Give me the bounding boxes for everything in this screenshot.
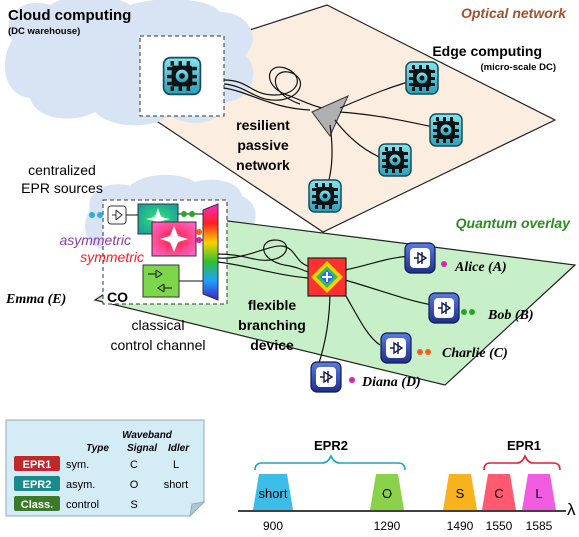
- input-dot: [97, 212, 103, 218]
- legend-tag: EPR2: [23, 479, 52, 491]
- legend-signal-header: Signal: [127, 443, 157, 454]
- legend-idler: short: [164, 479, 188, 491]
- spectrum-tick-label: 1490: [447, 519, 474, 533]
- edge-chip-icon-4: [308, 179, 342, 213]
- cloud-subtitle: (DC warehouse): [8, 26, 80, 37]
- spectrum-band-label: C: [494, 486, 503, 501]
- epr1-brace-label: EPR1: [507, 438, 541, 453]
- spectrum-band-label: S: [456, 486, 465, 501]
- quantum-overlay-label: Quantum overlay: [456, 215, 572, 231]
- user-dot: [441, 261, 447, 267]
- legend-signal: O: [130, 479, 139, 491]
- control-label-line-2: control channel: [111, 337, 206, 353]
- spectrum-band-label: short: [259, 486, 288, 501]
- branching-device-icon: [307, 257, 347, 297]
- quantum-fibers: [217, 239, 433, 367]
- user-charlie-icon: [380, 332, 412, 364]
- edge-title: Edge computing: [432, 43, 542, 59]
- edge-subtitle: (micro-scale DC): [481, 62, 557, 73]
- edge-chip-icon-3: [378, 143, 412, 177]
- edge-chip-icon-1: [405, 61, 439, 95]
- spectrum-band-label: O: [382, 486, 392, 501]
- network-label-line-2: passive: [237, 137, 289, 153]
- user-dot: [425, 349, 431, 355]
- cloud-chip-icon: [162, 56, 202, 96]
- cloud-fibers: [223, 66, 323, 111]
- user-label-diana: Diana (D): [361, 375, 421, 390]
- user-dots: [349, 261, 475, 383]
- source-dot: [189, 211, 195, 217]
- source-dot: [181, 211, 187, 217]
- branching-label-line-2: branching: [238, 317, 306, 333]
- epr2-brace: [254, 453, 406, 471]
- legend-signal: C: [130, 459, 138, 471]
- spectrum-band-label: L: [535, 486, 542, 501]
- optical-network-label: Optical network: [461, 5, 567, 21]
- legend-tag-box: [14, 496, 60, 511]
- spectrum-band: [482, 474, 516, 510]
- legend-idler-header: Idler: [168, 443, 190, 454]
- branching-label-line-3: device: [250, 337, 294, 353]
- cloud-title: Cloud computing: [8, 7, 131, 24]
- legend-waveband-header: Waveband: [122, 430, 173, 441]
- spectrum-tick-label: 1290: [374, 519, 401, 533]
- legend-type: sym.: [66, 459, 89, 471]
- spectrum-axis-label: λ: [567, 500, 576, 519]
- epr1-brace: [483, 453, 561, 471]
- user-diana-icon: [310, 361, 342, 393]
- branching-label-line-1: flexible: [248, 297, 296, 313]
- user-dot: [461, 309, 467, 315]
- user-label-bob: Bob (B): [487, 308, 534, 323]
- input-dot: [89, 212, 95, 218]
- network-label-line-3: network: [236, 157, 290, 173]
- sources-label-line-1: centralized: [28, 162, 96, 178]
- legend-idler: L: [173, 459, 179, 471]
- passive-splitter-icon: [311, 95, 349, 137]
- legend-tag-box: [14, 456, 60, 471]
- user-dot: [349, 377, 355, 383]
- spectrum-band: [522, 474, 556, 510]
- spectrum-tick-label: 900: [263, 519, 283, 533]
- legend-tag-box: [14, 476, 60, 491]
- source-dots: [181, 211, 202, 243]
- user-alice-icon: [404, 242, 436, 274]
- input-detector-icon: [107, 205, 127, 225]
- legend-tag: Class.: [21, 499, 53, 511]
- user-label-alice: Alice (A): [454, 260, 507, 275]
- edge-chip-icon-2: [429, 113, 463, 147]
- symmetric-label: symmetric: [80, 249, 144, 265]
- asymmetric-label: asymmetric: [59, 232, 131, 248]
- legend-signal: S: [130, 499, 137, 511]
- source-dot: [196, 237, 202, 243]
- user-bob-icon: [428, 292, 460, 324]
- legend-card: [5, 419, 206, 518]
- sources-label-line-2: EPR sources: [21, 180, 103, 196]
- spectrum-tick-label: 1585: [526, 519, 553, 533]
- legend-type-header: Type: [86, 443, 109, 454]
- user-dot: [417, 349, 423, 355]
- legend-type: control: [66, 499, 99, 511]
- legend-tag: EPR1: [23, 459, 52, 471]
- source-dot: [196, 229, 202, 235]
- legend-type: asym.: [66, 479, 95, 491]
- spectrum-band: [370, 474, 404, 510]
- epr2-brace-label: EPR2: [314, 438, 348, 453]
- input-dots: [89, 212, 103, 218]
- spectrum-band: [253, 474, 293, 510]
- wdm-multiplexer-icon: [202, 203, 219, 301]
- network-label-line-1: resilient: [236, 117, 290, 133]
- user-label-charlie: Charlie (C): [442, 346, 508, 361]
- spectrum: short O S C L 900 1290 1490 1550 1585: [253, 474, 556, 533]
- spectrum-band: [443, 474, 477, 510]
- control-transceiver-icon: [142, 264, 180, 298]
- spectrum-tick-label: 1550: [486, 519, 513, 533]
- emma-label: Emma (E): [5, 292, 66, 307]
- co-label: CO: [107, 289, 128, 305]
- user-dot: [469, 309, 475, 315]
- control-label-line-1: classical: [132, 317, 185, 333]
